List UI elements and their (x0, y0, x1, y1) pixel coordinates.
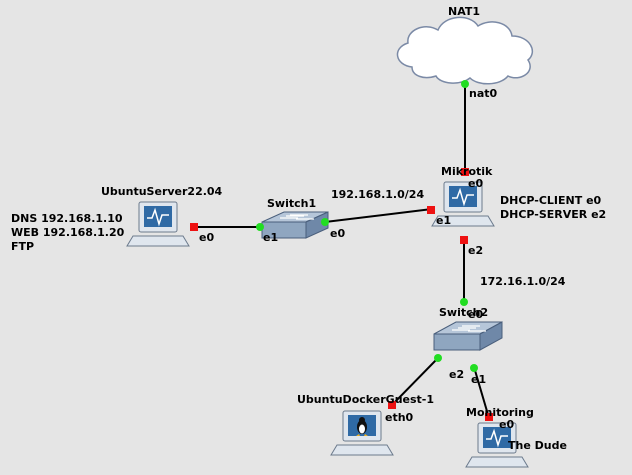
port-up-indicator (470, 364, 478, 372)
switch-icon[interactable] (261, 211, 329, 239)
docker-node-label[interactable]: UbuntuDockerGuest-1 (297, 393, 435, 406)
link-switch1-mikrotik[interactable] (324, 208, 433, 223)
computer-icon[interactable] (126, 201, 190, 247)
port-stopped-indicator (461, 168, 469, 176)
port-indicators (190, 80, 493, 421)
cloud-icon[interactable] (396, 16, 533, 85)
server-service-note: WEB 192.168.1.20 (11, 226, 125, 239)
computer-icon[interactable] (431, 181, 495, 227)
port-stopped-indicator (485, 413, 493, 421)
port-up-indicator (434, 354, 442, 362)
interface-label: e2 (468, 244, 484, 257)
monitoring-node-label[interactable]: Monitoring (466, 406, 534, 419)
computer-icon[interactable] (465, 422, 529, 468)
switch1-node-label[interactable]: Switch1 (267, 197, 317, 210)
network-label: 172.16.1.0/24 (480, 275, 566, 288)
interface-label: e0 (499, 418, 515, 431)
interface-label: e1 (471, 373, 487, 386)
interface-label: e0 (468, 308, 484, 321)
interface-label: e2 (449, 368, 465, 381)
port-stopped-indicator (460, 236, 468, 244)
monitoring-app-note: The Dude (508, 439, 567, 452)
server-node-label[interactable]: UbuntuServer22.04 (101, 185, 223, 198)
interface-label: e0 (468, 177, 484, 190)
linux-computer-icon[interactable] (330, 410, 394, 456)
links (194, 83, 490, 419)
nat-node-label[interactable]: NAT1 (448, 5, 481, 18)
port-up-indicator (321, 218, 329, 226)
interface-label: e1 (263, 231, 279, 244)
interface-label: eth0 (385, 411, 414, 424)
server-service-note: FTP (11, 240, 35, 253)
port-stopped-indicator (427, 206, 435, 214)
port-up-indicator (256, 223, 264, 231)
interface-label: e1 (436, 214, 452, 227)
network-label: 192.168.1.0/24 (331, 188, 425, 201)
server-service-note: DNS 192.168.1.10 (11, 212, 123, 225)
switch2-node-label[interactable]: Switch2 (439, 306, 489, 319)
port-stopped-indicator (190, 223, 198, 231)
mikrotik-node-label[interactable]: Mikrotik (441, 165, 493, 178)
mikrotik-role-note: DHCP-SERVER e2 (500, 208, 607, 221)
port-stopped-indicator (388, 401, 396, 409)
link-switch2-docker[interactable] (391, 357, 439, 406)
mikrotik-role-note: DHCP-CLIENT e0 (500, 194, 602, 207)
port-up-indicator (461, 80, 469, 88)
interface-label: e0 (199, 231, 215, 244)
port-up-indicator (460, 298, 468, 306)
link-switch2-monitoring[interactable] (473, 366, 490, 419)
interface-label: e0 (330, 227, 346, 240)
interface-label: nat0 (469, 87, 498, 100)
switch-icon[interactable] (433, 321, 503, 351)
